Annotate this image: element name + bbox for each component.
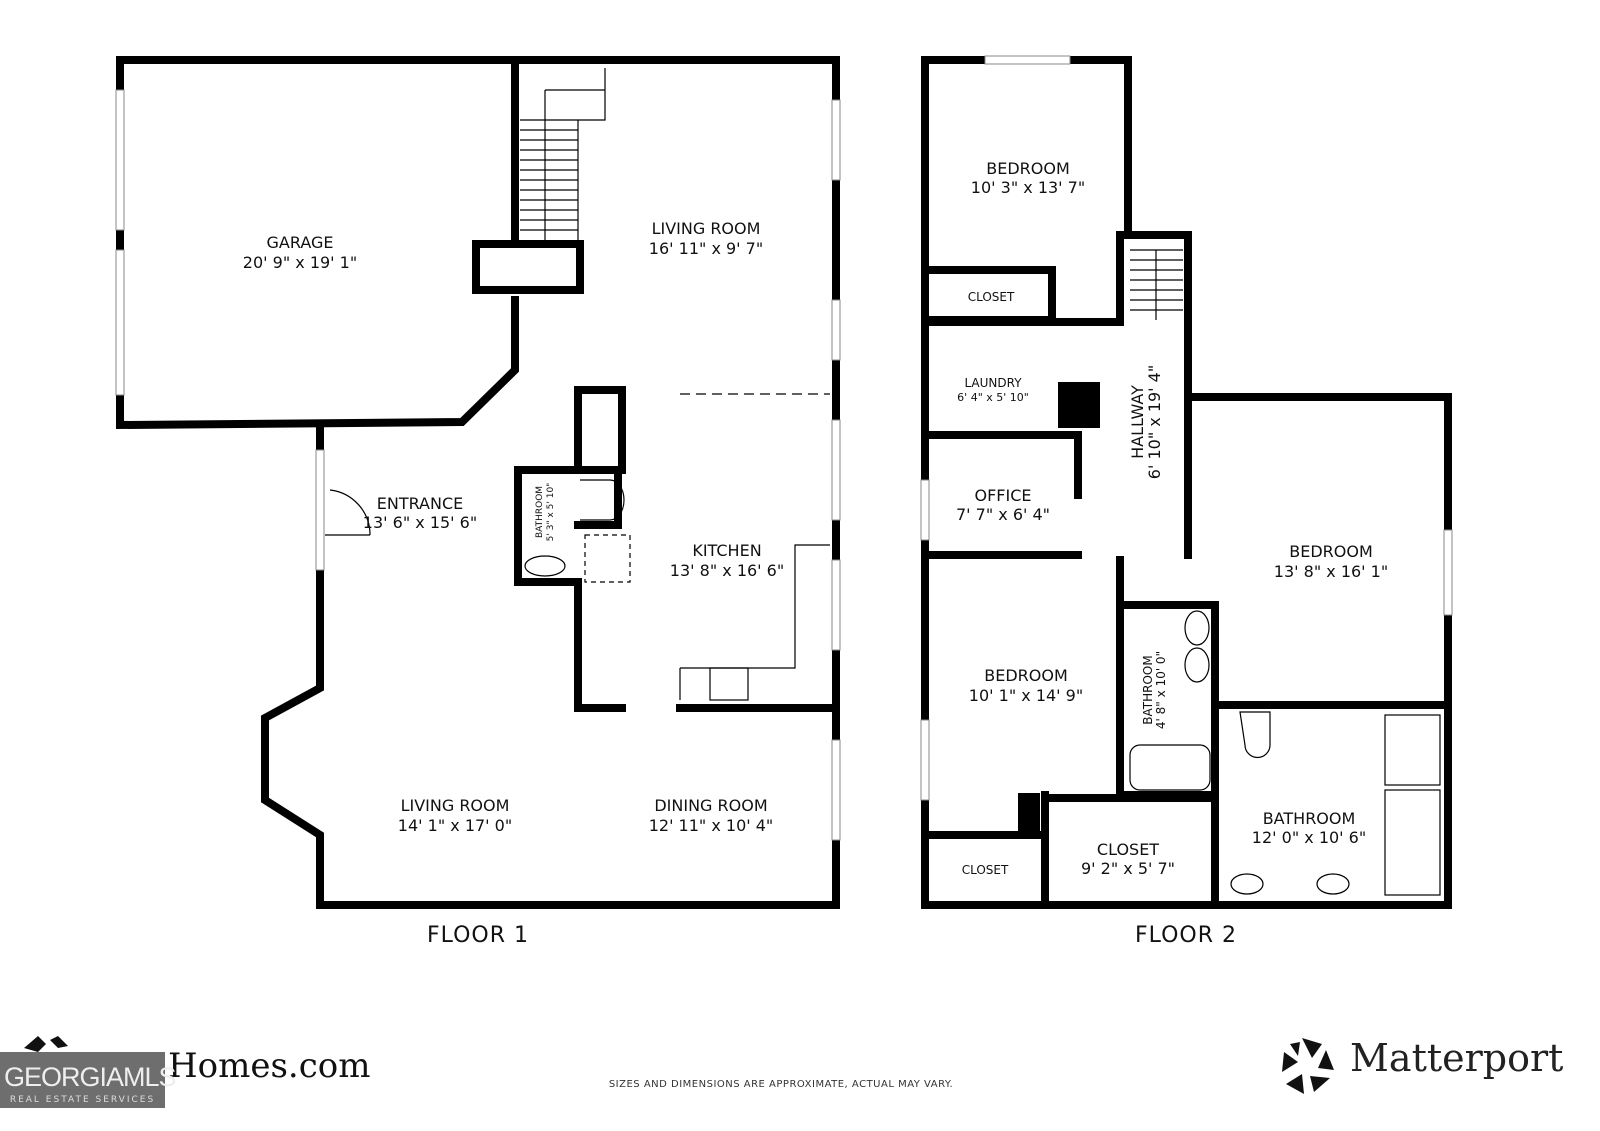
floor-1-walls bbox=[115, 56, 841, 909]
room-name-garage: GARAGE bbox=[267, 233, 334, 252]
room-name-bedroom-1: BEDROOM bbox=[986, 159, 1070, 178]
room-dims-office: 7' 7" x 6' 4" bbox=[956, 505, 1050, 524]
room-dims-bedroom-3: 10' 1" x 14' 9" bbox=[969, 686, 1083, 705]
homes-logo-mark bbox=[24, 1036, 68, 1052]
floor-1-label: FLOOR 1 bbox=[427, 923, 529, 948]
room-dims-bathroom-f1: 5' 3" x 5' 10" bbox=[546, 483, 556, 542]
room-name-bedroom-2: BEDROOM bbox=[1289, 542, 1373, 561]
room-dims-entrance: 13' 6" x 15' 6" bbox=[363, 513, 477, 532]
georgia-mls-logo: GEORGIAMLS REAL ESTATE SERVICES bbox=[0, 1052, 177, 1108]
room-name-kitchen: KITCHEN bbox=[692, 541, 761, 560]
room-name-entrance: ENTRANCE bbox=[377, 494, 464, 513]
room-name-living-room-upper: LIVING ROOM bbox=[652, 219, 761, 238]
room-name-closet-2: CLOSET bbox=[962, 863, 1009, 877]
room-dims-garage: 20' 9" x 19' 1" bbox=[243, 253, 357, 272]
room-name-bathroom-f1: BATHROOM bbox=[535, 486, 545, 538]
room-dims-hallway: 6' 10" x 19' 4" bbox=[1145, 365, 1164, 479]
room-dims-bathroom-f2-small: 4' 8" x 10' 0" bbox=[1154, 651, 1168, 729]
room-dims-bathroom-f2-large: 12' 0" x 10' 6" bbox=[1252, 828, 1366, 847]
room-name-laundry: LAUNDRY bbox=[964, 376, 1022, 390]
room-dims-dining-room: 12' 11" x 10' 4" bbox=[649, 816, 774, 835]
room-dims-kitchen: 13' 8" x 16' 6" bbox=[670, 561, 784, 580]
room-name-bathroom-f2-small: BATHROOM bbox=[1141, 655, 1155, 724]
disclaimer: SIZES AND DIMENSIONS ARE APPROXIMATE, AC… bbox=[608, 1079, 954, 1090]
room-name-bathroom-f2-large: BATHROOM bbox=[1263, 809, 1356, 828]
room-dims-closet-3: 9' 2" x 5' 7" bbox=[1081, 859, 1175, 878]
room-name-bedroom-3: BEDROOM bbox=[984, 666, 1068, 685]
floor-2-labels: BEDROOM 10' 3" x 13' 7" CLOSET LAUNDRY 6… bbox=[956, 159, 1388, 948]
georgia-mls-logo-subtext: REAL ESTATE SERVICES bbox=[9, 1095, 156, 1105]
floor-2-walls bbox=[920, 55, 1453, 909]
floor-1-labels: GARAGE 20' 9" x 19' 1" LIVING ROOM 16' 1… bbox=[243, 219, 784, 948]
room-name-hallway: HALLWAY bbox=[1128, 385, 1147, 459]
matterport-logo-mark bbox=[1282, 1038, 1334, 1094]
floor-2-label: FLOOR 2 bbox=[1135, 923, 1237, 948]
homes-logo: Homes.com bbox=[168, 1046, 371, 1086]
georgia-mls-logo-text: GEORGIAMLS bbox=[4, 1062, 177, 1092]
room-dims-bedroom-1: 10' 3" x 13' 7" bbox=[971, 178, 1085, 197]
matterport-logo: Matterport bbox=[1280, 1036, 1563, 1080]
homes-logo-text: Homes.com bbox=[168, 1046, 371, 1086]
room-name-closet-1: CLOSET bbox=[968, 290, 1015, 304]
room-dims-laundry: 6' 4" x 5' 10" bbox=[957, 391, 1029, 404]
room-name-living-room-lower: LIVING ROOM bbox=[401, 796, 510, 815]
matterport-logo-text: Matterport bbox=[1350, 1036, 1564, 1080]
room-name-closet-3: CLOSET bbox=[1097, 840, 1159, 859]
room-name-dining-room: DINING ROOM bbox=[654, 796, 767, 815]
room-dims-living-room-upper: 16' 11" x 9' 7" bbox=[649, 239, 763, 258]
room-name-office: OFFICE bbox=[975, 486, 1032, 505]
room-dims-bedroom-2: 13' 8" x 16' 1" bbox=[1274, 562, 1388, 581]
room-dims-living-room-lower: 14' 1" x 17' 0" bbox=[398, 816, 512, 835]
